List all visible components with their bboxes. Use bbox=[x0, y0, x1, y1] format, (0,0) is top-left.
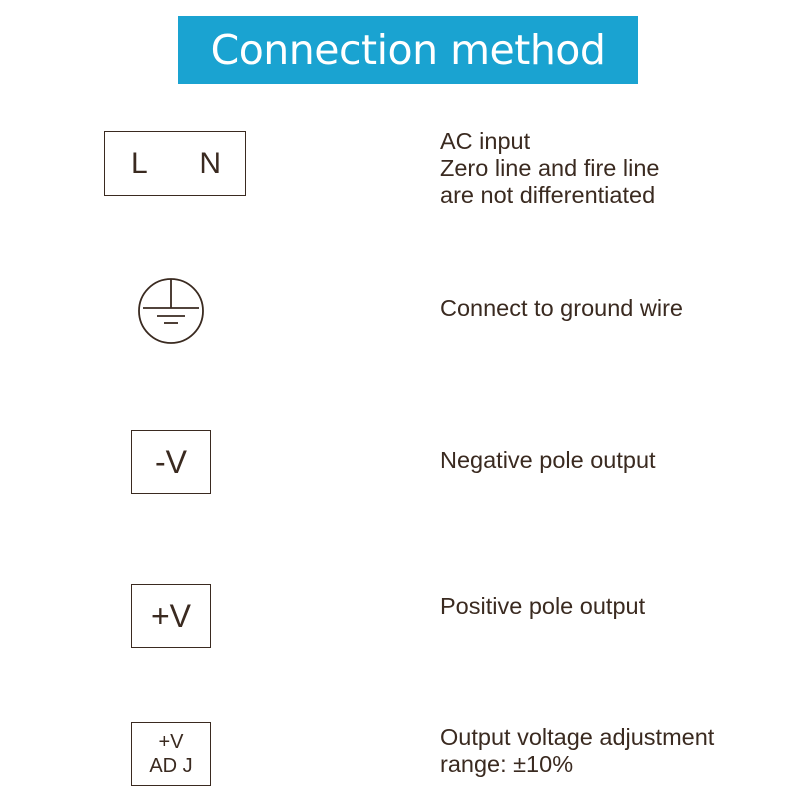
description-line: are not differentiated bbox=[440, 182, 656, 208]
negative-terminal: -V bbox=[131, 430, 211, 494]
adjust-terminal: +V AD J bbox=[131, 722, 211, 786]
negative-description: Negative pole output bbox=[440, 447, 656, 474]
positive-terminal: +V bbox=[131, 584, 211, 648]
ground-description: Connect to ground wire bbox=[440, 295, 683, 322]
title-banner: Connection method bbox=[178, 16, 638, 84]
adjust-description: Output voltage adjustment range: ±10% bbox=[440, 724, 714, 778]
ac-input-terminal: L N bbox=[104, 131, 246, 196]
description-line: Negative pole output bbox=[440, 447, 656, 473]
terminal-label-n: N bbox=[199, 146, 221, 180]
description-line: Output voltage adjustment bbox=[440, 724, 715, 750]
description-line: Zero line and fire line bbox=[440, 155, 660, 181]
ac-input-description: AC input Zero line and fire line are not… bbox=[440, 128, 659, 209]
description-line: Positive pole output bbox=[440, 593, 646, 619]
description-line: AC input bbox=[440, 128, 531, 154]
terminal-label: AD J bbox=[149, 755, 193, 777]
terminal-label: +V bbox=[158, 731, 184, 753]
terminal-label-l: L bbox=[131, 146, 148, 180]
description-line: Connect to ground wire bbox=[440, 295, 683, 321]
ground-icon bbox=[138, 278, 204, 344]
terminal-label: +V bbox=[150, 597, 192, 634]
description-line: range: ±10% bbox=[440, 751, 574, 777]
terminal-label: -V bbox=[155, 443, 187, 480]
page-title: Connection method bbox=[210, 26, 606, 74]
positive-description: Positive pole output bbox=[440, 593, 645, 620]
